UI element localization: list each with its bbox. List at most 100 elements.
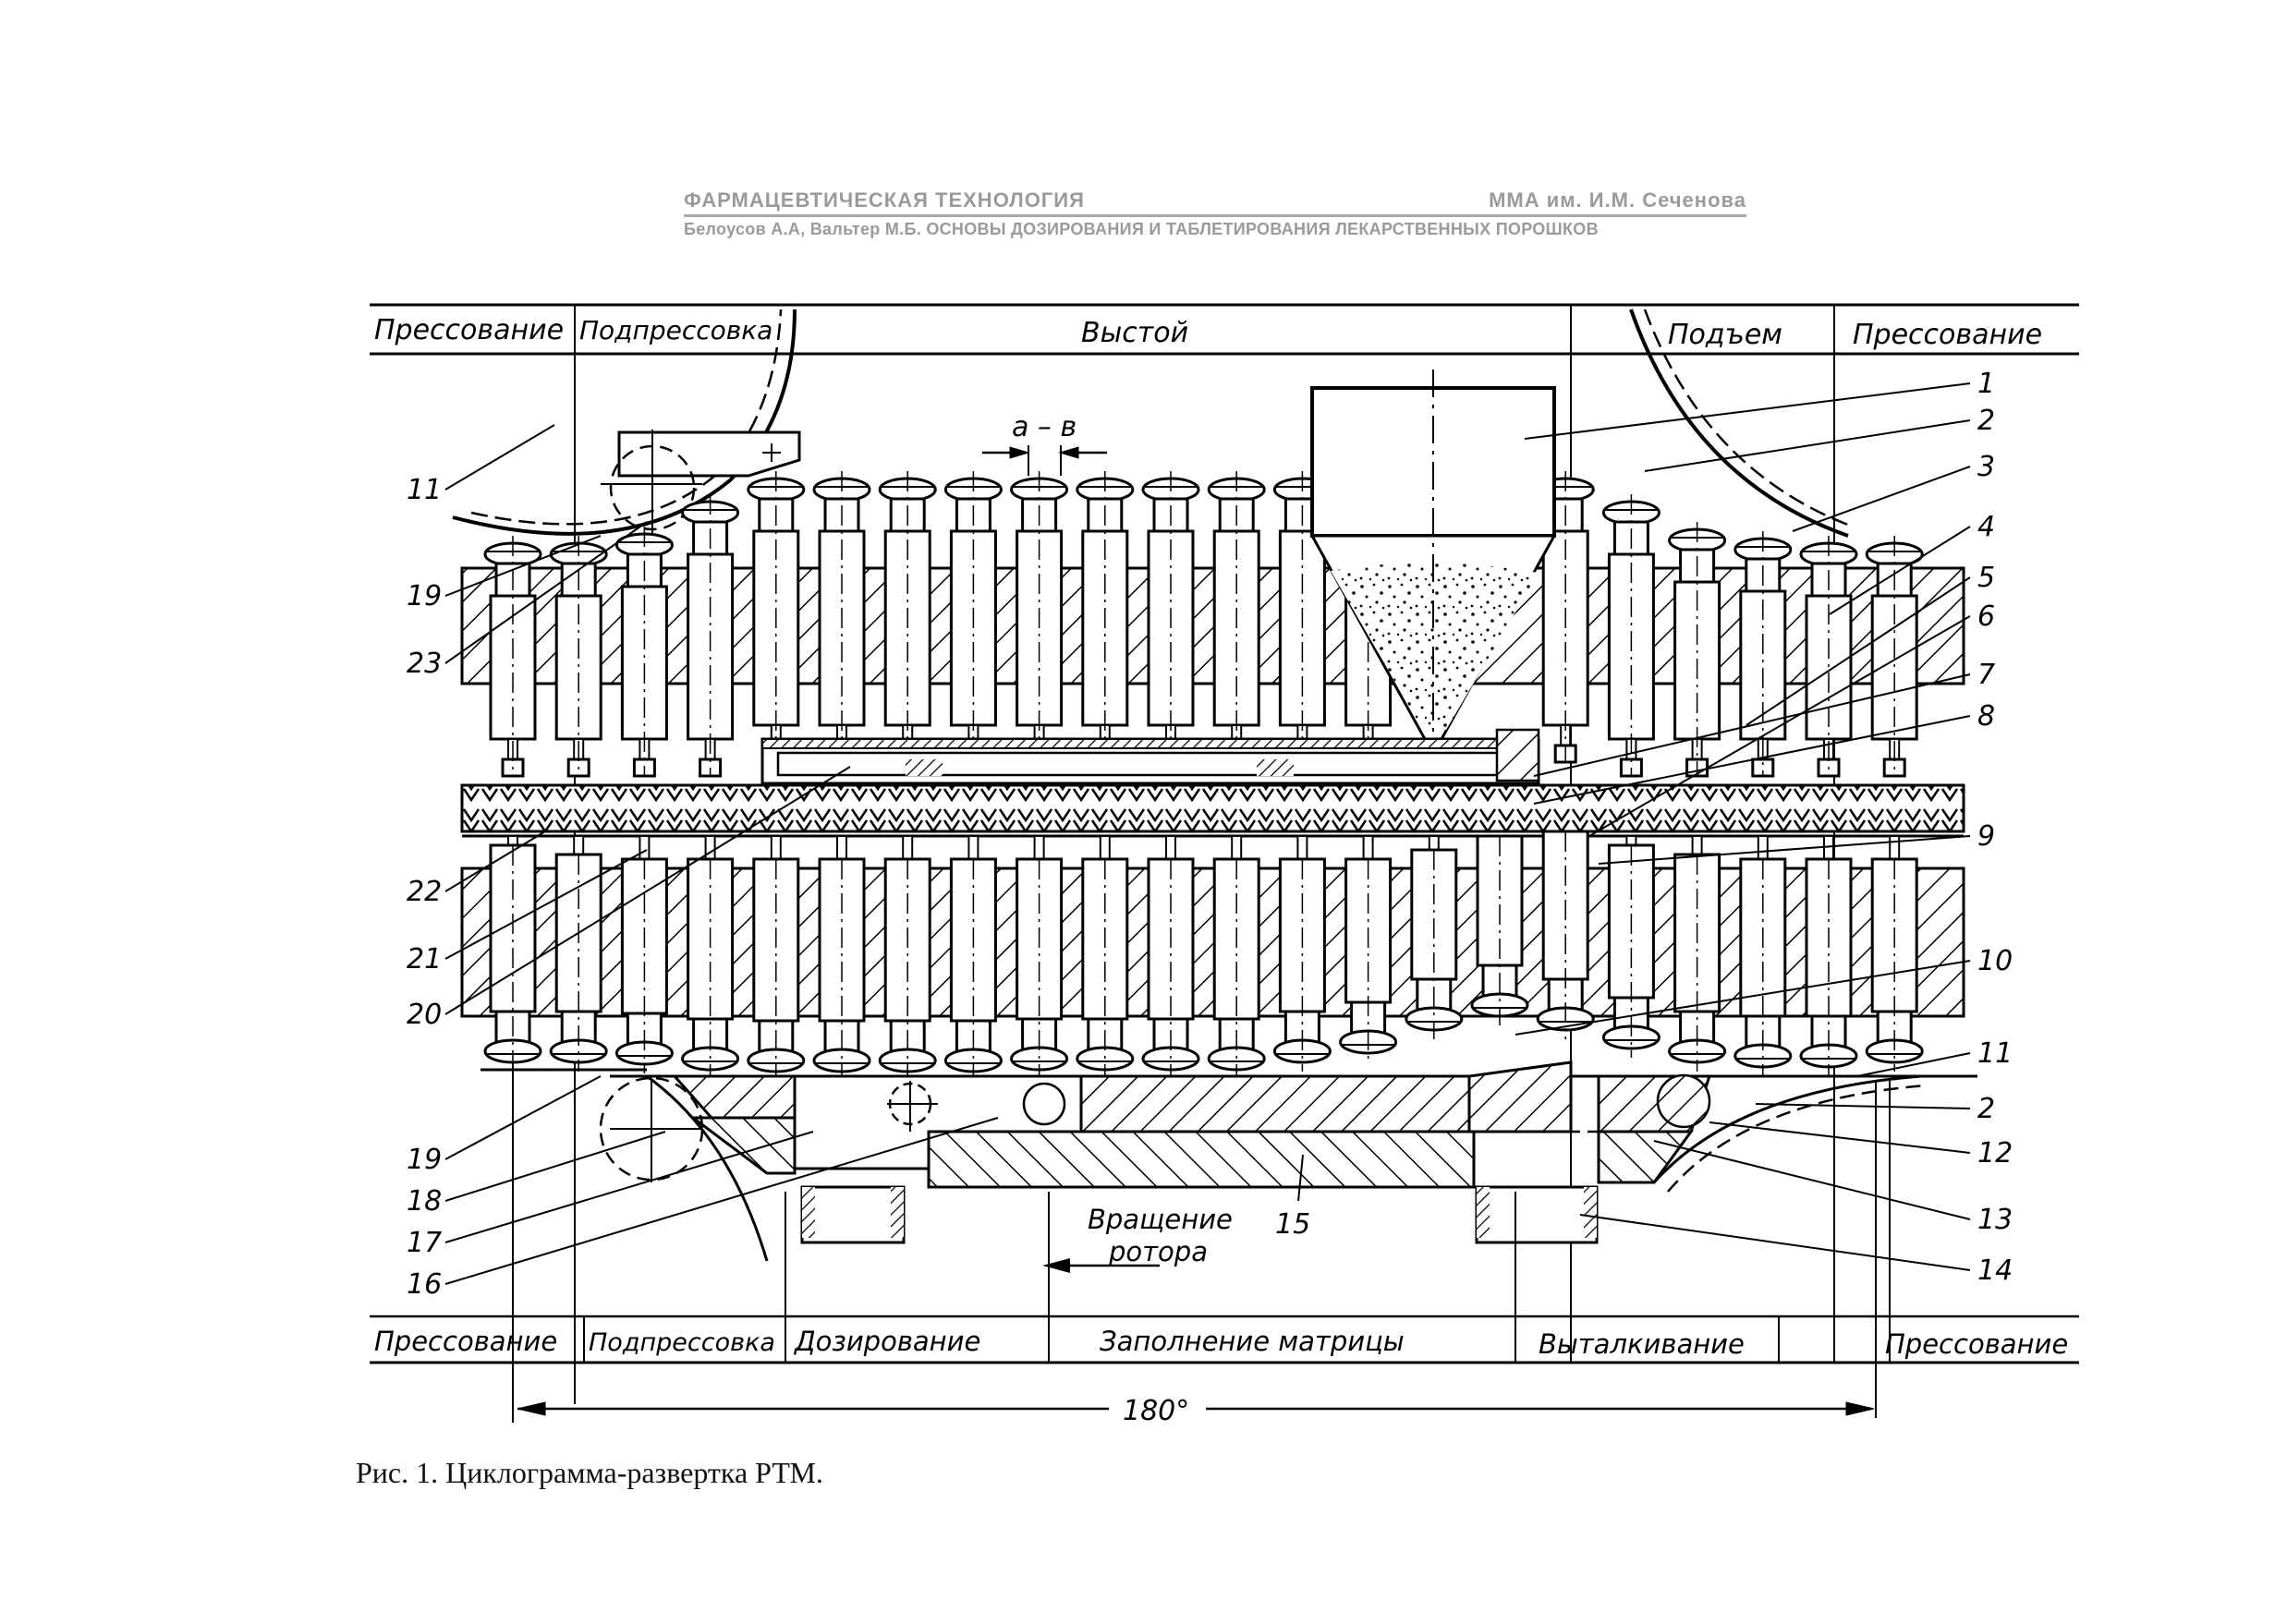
lower-cam-track bbox=[481, 1060, 1977, 1262]
callout-number: 19 bbox=[407, 1144, 442, 1176]
upper-punch bbox=[1010, 471, 1069, 764]
callout-number: 4 bbox=[1977, 511, 1995, 543]
callout-number: 19 bbox=[407, 580, 442, 612]
lower-punch bbox=[1272, 835, 1332, 1072]
figure-caption: Рис. 1. Циклограмма-развертка РТМ. bbox=[356, 1456, 823, 1489]
institution-name: ММА им. И.М. Сеченова bbox=[1489, 188, 1746, 212]
callout-left: 21 bbox=[407, 849, 648, 976]
callout-right: 2 bbox=[1755, 1093, 1995, 1125]
callout-right: 10 bbox=[1515, 945, 2013, 1036]
callout-number: 8 bbox=[1977, 700, 1995, 733]
callout-number: 23 bbox=[407, 648, 442, 680]
lower-punch bbox=[614, 835, 674, 1073]
upper-punch bbox=[1799, 536, 1858, 778]
callout-right: 11 bbox=[1856, 1037, 2013, 1077]
lower-punch bbox=[943, 835, 1003, 1081]
upper-punch bbox=[483, 536, 542, 778]
callout-left: 23 bbox=[407, 521, 648, 680]
callout-left: 19 bbox=[407, 1075, 602, 1176]
prepress-roller-upper bbox=[601, 430, 801, 536]
callout-left: 18 bbox=[407, 1131, 666, 1218]
lower-punch bbox=[1141, 835, 1200, 1079]
callout-number: 3 bbox=[1977, 451, 1995, 483]
callout-right: 7 bbox=[1533, 659, 1995, 777]
callout-right: 2 bbox=[1644, 405, 1995, 472]
lower-punch bbox=[483, 835, 542, 1072]
lower-punch bbox=[1668, 835, 1727, 1072]
document-header: ФАРМАЦЕВТИЧЕСКАЯ ТЕХНОЛОГИЯ ММА им. И.М.… bbox=[684, 185, 1746, 217]
top-phase-prepressing: Подпрессовка bbox=[579, 315, 772, 345]
callout-bottom: 15 bbox=[1275, 1154, 1310, 1241]
top-phase-pressing-left: Прессование bbox=[374, 314, 564, 346]
lower-punches bbox=[483, 830, 1924, 1081]
callout-number: 22 bbox=[407, 876, 442, 908]
callout-number: 15 bbox=[1275, 1208, 1310, 1241]
lower-punch bbox=[1536, 830, 1595, 1039]
lower-punch bbox=[878, 835, 937, 1081]
callout-number: 2 bbox=[1977, 1093, 1995, 1125]
rotation-direction: Вращение ротора bbox=[1042, 1204, 1233, 1273]
top-phase-pressing-right: Прессование bbox=[1853, 319, 2042, 351]
angle-dimension bbox=[517, 1401, 1875, 1416]
upper-punch bbox=[1668, 522, 1727, 778]
lower-punch bbox=[549, 835, 608, 1072]
callout-left: 11 bbox=[407, 424, 555, 506]
lower-punch bbox=[1470, 834, 1529, 1025]
callout-number: 1 bbox=[1977, 368, 1995, 400]
angle-label: 180° bbox=[1123, 1395, 1189, 1427]
callout-right: 5 bbox=[1746, 562, 1995, 726]
upper-punch bbox=[878, 471, 937, 764]
lower-punch bbox=[1339, 835, 1398, 1062]
upper-punch bbox=[549, 536, 608, 778]
lower-punch bbox=[1799, 835, 1858, 1076]
upper-punch bbox=[812, 471, 871, 764]
lower-punch bbox=[1010, 835, 1069, 1079]
callout-right: 13 bbox=[1653, 1140, 2013, 1236]
callout-number: 5 bbox=[1977, 562, 1995, 594]
bottom-phase-pressing-right: Прессование bbox=[1885, 1328, 2068, 1360]
bottom-phase-pressing-left: Прессование bbox=[374, 1326, 557, 1357]
upper-punch bbox=[943, 471, 1003, 764]
bottom-phase-table bbox=[370, 1315, 2079, 1364]
callout-right: 3 bbox=[1792, 451, 1995, 532]
callout-labels: 1234567891011212131411192322212019181716… bbox=[407, 368, 2013, 1301]
punch-spacing-dimension bbox=[982, 445, 1107, 476]
lower-punch bbox=[747, 835, 806, 1081]
lower-punch bbox=[1601, 835, 1661, 1058]
callout-right: 4 bbox=[1829, 511, 1995, 615]
callout-number: 17 bbox=[407, 1227, 442, 1259]
callout-number: 13 bbox=[1977, 1204, 2013, 1236]
upper-punch bbox=[747, 471, 806, 764]
hopper bbox=[1309, 370, 1557, 757]
upper-punch bbox=[681, 494, 740, 778]
lower-punch bbox=[1733, 835, 1793, 1076]
top-phase-labels: Прессование Подпрессовка Выстой Подъем П… bbox=[374, 314, 2042, 351]
lower-punch bbox=[1207, 835, 1266, 1079]
callout-number: 21 bbox=[407, 943, 442, 976]
upper-punch bbox=[614, 527, 674, 778]
rotation-label-line2: ротора bbox=[1108, 1236, 1208, 1267]
callout-right: 8 bbox=[1533, 700, 1995, 805]
upper-punch bbox=[1865, 536, 1924, 778]
upper-punch bbox=[1141, 471, 1200, 764]
lower-punch bbox=[681, 835, 740, 1079]
callout-left: 17 bbox=[407, 1131, 814, 1259]
callout-right: 6 bbox=[1588, 600, 1995, 837]
lower-punch bbox=[812, 835, 871, 1081]
callout-right: 14 bbox=[1579, 1214, 2013, 1287]
callout-number: 10 bbox=[1977, 945, 2013, 977]
journal-title: ФАРМАЦЕВТИЧЕСКАЯ ТЕХНОЛОГИЯ bbox=[684, 188, 1085, 212]
upper-pressure-roller-right bbox=[1629, 309, 1854, 538]
callout-right: 12 bbox=[1709, 1121, 2013, 1170]
callout-number: 18 bbox=[407, 1185, 442, 1218]
callout-left: 16 bbox=[407, 1117, 999, 1301]
lower-punch bbox=[1405, 835, 1464, 1039]
rotation-label-line1: Вращение bbox=[1088, 1204, 1233, 1235]
lower-punch bbox=[1076, 835, 1135, 1079]
callout-number: 20 bbox=[407, 999, 442, 1031]
lower-punch bbox=[1865, 835, 1924, 1072]
callout-number: 11 bbox=[407, 474, 442, 506]
callout-number: 16 bbox=[407, 1268, 442, 1301]
callout-number: 14 bbox=[1977, 1254, 2013, 1287]
